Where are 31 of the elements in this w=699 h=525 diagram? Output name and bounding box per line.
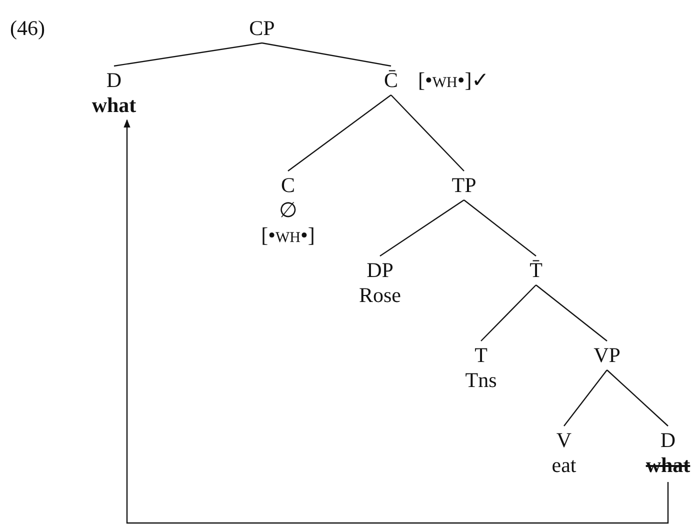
word-label: [•wh•] xyxy=(261,223,315,248)
tree-branch xyxy=(564,370,608,426)
word-label: Tns xyxy=(465,368,497,393)
tree-branch xyxy=(480,284,536,342)
word-label: ∅ xyxy=(278,198,298,223)
category-label: T xyxy=(474,343,488,368)
movement-arrow xyxy=(124,119,669,524)
word-label: eat xyxy=(552,453,576,478)
category-label: C xyxy=(280,173,296,198)
word-label: Rose xyxy=(359,283,401,308)
tree-branch xyxy=(390,94,464,172)
tree-branch xyxy=(536,284,608,342)
tree-branch xyxy=(114,42,262,67)
category-label: T̄ xyxy=(530,258,542,283)
tree-branch xyxy=(606,370,668,426)
tree-branch xyxy=(262,42,392,67)
category-label: D xyxy=(105,68,123,93)
word-label: what xyxy=(646,453,690,478)
category-label: TP xyxy=(452,173,476,198)
tree-branch xyxy=(288,94,392,172)
category-label: V xyxy=(555,428,573,453)
word-label: what xyxy=(92,93,136,118)
feature-label: [•wh•]✓ xyxy=(418,68,490,93)
category-label: D xyxy=(659,428,677,453)
example-number: (46) xyxy=(10,16,45,41)
category-label: C̄ xyxy=(384,68,398,93)
category-label: CP xyxy=(249,16,275,41)
tree-branch xyxy=(464,200,536,256)
tree-branch xyxy=(380,200,464,256)
category-label: DP xyxy=(366,258,394,283)
category-label: VP xyxy=(594,343,620,368)
